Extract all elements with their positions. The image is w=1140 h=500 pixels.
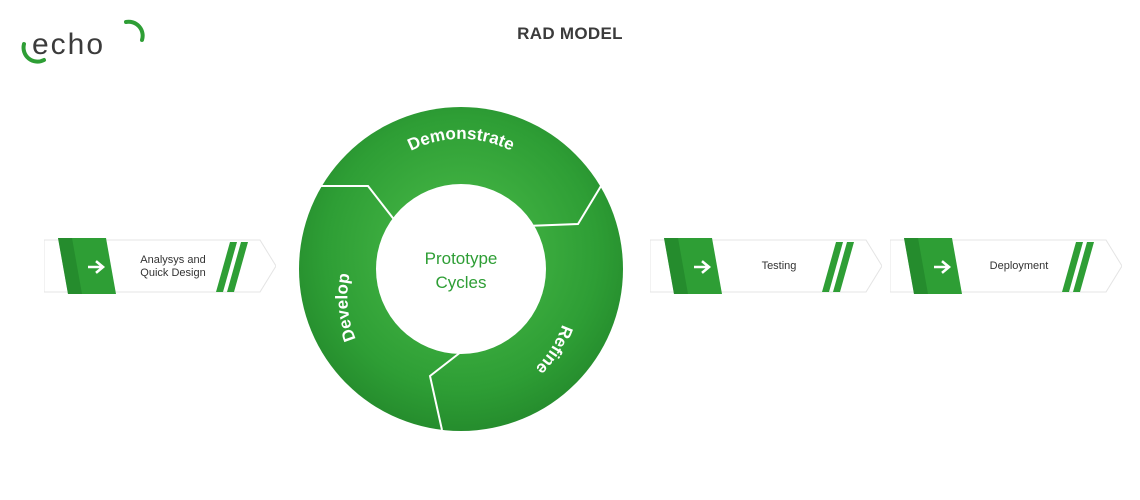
step-analysis-quick-design: Analysys and Quick Design [44,236,276,298]
step-label: Testing [761,260,797,272]
arrow-right-icon [88,260,106,274]
step-shape [44,238,276,294]
cycle-center-line1: Prototype [424,249,498,268]
step-label: Analysys and Quick Design [130,254,216,280]
page-title: RAD MODEL [517,24,623,43]
step-label-line1: Analysys and [140,254,206,266]
step-label: Deployment [989,260,1049,272]
echo-logo: echo [21,19,145,64]
step-testing: Testing [650,236,882,298]
step-shape [890,238,1122,294]
step-label-line2: Quick Design [140,267,206,279]
prototype-cycle: Demonstrate Develop Refine Prototype Cyc… [296,104,626,434]
cycle-ring: Demonstrate Develop Refine [299,107,623,431]
step-deployment: Deployment [890,236,1122,298]
arrow-right-icon [934,260,952,274]
arrow-right-icon [694,260,712,274]
cycle-center-line2: Cycles [435,273,487,292]
logo-text: echo [32,28,105,61]
step-shape [650,238,882,294]
